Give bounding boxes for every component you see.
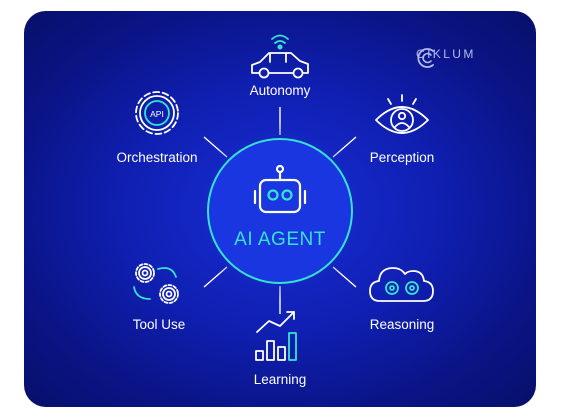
brand-name: CIKLUM bbox=[416, 47, 476, 61]
eye-icon bbox=[375, 94, 429, 134]
brand-logo: CIKLUM bbox=[416, 47, 476, 68]
node-label-perception: Perception bbox=[369, 150, 435, 165]
gears-icon bbox=[133, 263, 179, 304]
ciklum-logo-icon bbox=[417, 48, 434, 68]
node-label-reasoning: Reasoning bbox=[369, 317, 435, 332]
center-title: AI AGENT bbox=[234, 229, 326, 250]
autonomous-car-icon bbox=[251, 34, 309, 79]
node-label-learning: Learning bbox=[253, 372, 307, 387]
api-gear-icon bbox=[135, 91, 179, 135]
diagram-canvas: API bbox=[133, 34, 434, 361]
api-badge: API bbox=[150, 109, 164, 119]
node-label-autonomy: Autonomy bbox=[249, 83, 311, 98]
diagram-card: API CIKLUM AI AGENT Autonomy Perception … bbox=[24, 11, 536, 407]
cloud-gears-icon bbox=[369, 267, 434, 302]
node-label-tool-use: Tool Use bbox=[132, 317, 186, 332]
robot-icon bbox=[253, 164, 307, 214]
node-label-orchestration: Orchestration bbox=[116, 150, 198, 165]
growth-chart-icon bbox=[255, 311, 297, 361]
